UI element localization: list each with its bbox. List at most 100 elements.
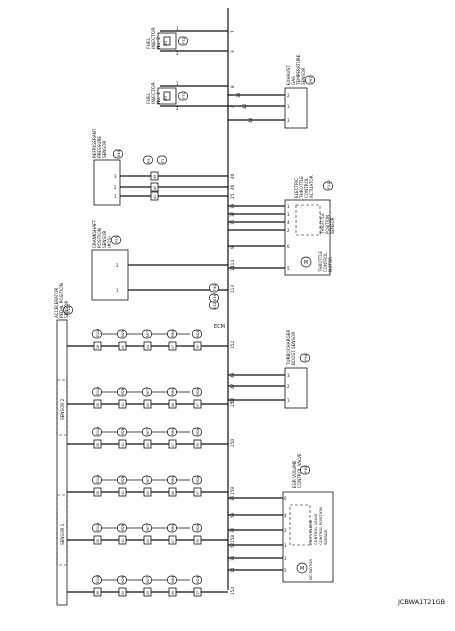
- ecm-pin: 7: [230, 30, 235, 33]
- harness-pin: 41: [121, 443, 125, 447]
- ecm-connector-e16: [209, 293, 219, 303]
- crankshaft-position-sensor: [91, 249, 129, 301]
- ecm-pin: 40: [230, 173, 235, 179]
- harness-connector-label: M84: [171, 476, 175, 483]
- harness-pin-box: [143, 399, 152, 409]
- accelerator-connector-label: E110: [67, 303, 71, 313]
- harness-pin-box: [193, 399, 202, 409]
- ecm-pin: 10: [230, 265, 235, 271]
- harness-pin-box: [118, 439, 127, 449]
- pin-number: 1: [287, 398, 290, 403]
- pin-number: 2: [176, 51, 179, 56]
- throttle-name: ELECTRIC: [294, 178, 299, 198]
- harness-connector-label: E110: [96, 475, 100, 483]
- harness-pin-box: [93, 535, 102, 545]
- injector-name: No. 1: [156, 92, 162, 104]
- harness-pin-box: [143, 341, 152, 351]
- harness-pin-box: [143, 535, 152, 545]
- harness-pin-box: [143, 487, 152, 497]
- injector-connector: [178, 91, 188, 101]
- motor-symbol: M: [300, 566, 304, 572]
- harness-pin: 45: [146, 491, 150, 495]
- throttle-motor-symbol: [300, 256, 312, 268]
- accelerator-connector: [63, 305, 73, 315]
- exhaust-sensor-name: TEMPERATURE: [296, 54, 301, 86]
- egr-connector-label: F96: [304, 466, 308, 473]
- injector-mark: 20: [163, 40, 168, 46]
- harness-connector: [192, 523, 202, 533]
- harness-pin: 37: [196, 491, 200, 495]
- injector-name: No. 2: [156, 37, 162, 49]
- ecm-pin: 52: [230, 397, 235, 403]
- sensor-2-label: SENSOR 2: [60, 398, 65, 420]
- egr-name: EGR VOLUME: [292, 460, 297, 488]
- refrigerant-connector-label: E49: [117, 149, 121, 157]
- ecm-pin: 3: [230, 50, 235, 53]
- harness-pin: 47: [171, 345, 175, 349]
- pin-number: 3: [287, 212, 290, 217]
- ecm-pin: 154: [230, 587, 235, 595]
- ecm-pin: 9: [230, 246, 235, 249]
- harness-pin: 26: [96, 403, 100, 407]
- exhaust-sensor-name: GAS: [291, 76, 296, 85]
- egr-inner-name: SENSOR: [323, 529, 328, 545]
- harness-pin: 35: [196, 539, 200, 543]
- harness-pin-box: [118, 341, 127, 351]
- ecm-pin: 158: [230, 535, 235, 543]
- throttle-sub-name: THROTTLE: [318, 251, 323, 273]
- ecm-pin: 14: [230, 567, 235, 573]
- harness-pin: 26: [96, 591, 100, 595]
- sensor-1-block: [56, 494, 68, 566]
- exhaust-sensor-name: SENSOR: [301, 68, 306, 85]
- harness-connector-label: M28: [196, 524, 200, 531]
- harness-connector: [192, 427, 202, 437]
- ecm-pin: 36: [230, 495, 235, 501]
- pin-number: 5: [284, 568, 287, 573]
- pin-number: 3: [114, 174, 117, 179]
- harness-connector: [142, 575, 152, 585]
- crankshaft-name: CRANKSHAFT: [92, 220, 97, 248]
- harness-pin: 37: [196, 403, 200, 407]
- ecm-pin: 19: [230, 203, 235, 209]
- pin-number: 2: [287, 93, 290, 98]
- pin-number: 6: [284, 496, 287, 501]
- harness-connector: [92, 329, 102, 339]
- harness-pin-box: [143, 587, 152, 597]
- harness-connector: [117, 387, 127, 397]
- harness-connector: [92, 387, 102, 397]
- ecm-pin: 159: [230, 487, 235, 495]
- harness-connector: [167, 329, 177, 339]
- pin-number: 1: [176, 81, 179, 86]
- harness-pin-box: [168, 487, 177, 497]
- harness-pin-box: [143, 439, 152, 449]
- harness-pin: 41: [121, 403, 125, 407]
- harness-connector-label: M77: [146, 524, 150, 531]
- refrigerant-sensor-name: REFRIGERANT: [92, 128, 97, 158]
- pin-number: 1: [287, 104, 290, 109]
- harness-pin: 48: [171, 491, 175, 495]
- harness-pin-box: [193, 587, 202, 597]
- ecm-pin: 48: [248, 117, 253, 123]
- injector-connector: [178, 36, 188, 46]
- egr-name: CONTROL VALVE: [297, 453, 302, 488]
- harness-pin: 44: [146, 539, 150, 543]
- harness-connector-label: M28: [121, 330, 125, 337]
- harness-connector: [167, 523, 177, 533]
- harness-connector: [142, 523, 152, 533]
- ecm-pin: 114: [230, 260, 235, 268]
- turbo-connector-label: F94: [304, 354, 308, 361]
- refrigerant-connector: [113, 149, 123, 159]
- egr-dc-label: DC MOTOR: [308, 559, 313, 580]
- inline-pin-box: [150, 171, 159, 181]
- harness-connector: [167, 387, 177, 397]
- harness-pin-box: [168, 439, 177, 449]
- injector-name: INJECTOR: [151, 26, 157, 49]
- ecm-pin: 47: [230, 383, 235, 389]
- injector-name: FUEL: [146, 92, 152, 104]
- throttle-name: CONTROL: [304, 177, 309, 198]
- harness-pin: 26: [96, 491, 100, 495]
- ecm-pin: 52: [230, 542, 235, 548]
- harness-pin: 41: [121, 491, 125, 495]
- harness-connector-label: M28: [121, 476, 125, 483]
- pin-number: 2: [116, 263, 119, 268]
